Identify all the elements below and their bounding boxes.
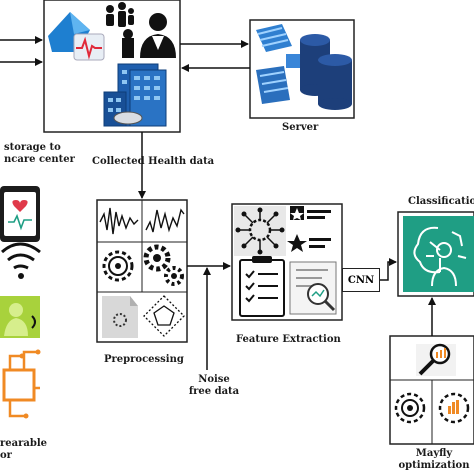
storage-label-line1: storage to (4, 142, 61, 153)
classification-label: Classification (408, 196, 474, 207)
wearable-label-line2: or (0, 450, 12, 461)
doctor-icon (122, 13, 176, 58)
smartwatch-icon (0, 186, 40, 242)
cnn-label: CNN (347, 274, 375, 286)
gears-icon (143, 244, 184, 286)
document-gear-icon (102, 296, 138, 338)
gear-icon (102, 250, 134, 282)
noise-label-line1: Noise (198, 374, 230, 385)
gear-icon (394, 392, 426, 424)
family-icon (106, 2, 134, 27)
health-monitor-icon (48, 12, 105, 61)
gauge-icon (438, 392, 470, 424)
preprocessing-label: Preprocessing (104, 354, 184, 365)
storage-label: storage to ncare center (4, 142, 75, 166)
noise-label-line2: free data (188, 386, 240, 397)
wifi-icon (1, 242, 41, 279)
collected-health-data-label: Collected Health data (92, 156, 215, 167)
network-nodes-icon (234, 206, 286, 256)
wearable-sensor-label: rearable or (0, 438, 47, 462)
star-list-icon (287, 206, 331, 252)
brain-ai-icon (413, 226, 467, 287)
storage-label-line2: ncare center (4, 154, 75, 165)
chart-magnifier-icon (416, 343, 456, 376)
feature-extraction-label: Feature Extraction (236, 334, 341, 345)
report-magnifier-icon (289, 261, 337, 315)
person-icon (0, 296, 40, 338)
checklist-icon (239, 256, 285, 317)
hospital-building-icon (103, 63, 167, 127)
classification-box (397, 211, 474, 297)
server-rack-icon (256, 24, 302, 104)
circuit-icon (0, 342, 41, 430)
server-label: Server (282, 122, 319, 133)
wearable-label-line1: rearable (0, 438, 48, 449)
mayfly-optimization-label: Mayfly optimization (394, 448, 474, 472)
pentagon-icon (143, 295, 185, 337)
noise-free-data-label: Noise free data (186, 374, 242, 398)
cnn-box: CNN (342, 268, 380, 292)
mayfly-label-line2: optimization (398, 460, 470, 471)
mayfly-label-line1: Mayfly (415, 448, 453, 459)
flow-arrows (0, 36, 436, 370)
database-icon (300, 34, 352, 110)
signal-wave-icon (99, 207, 185, 235)
